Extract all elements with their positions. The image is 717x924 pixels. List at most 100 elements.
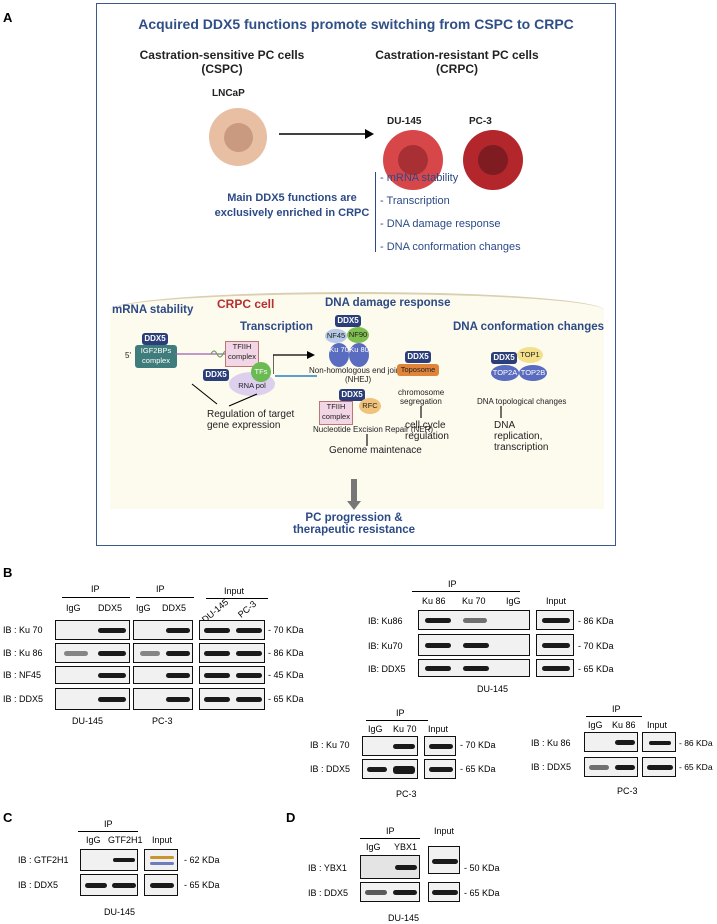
nhej-label-line1: Non-homologous end joining <box>309 366 411 375</box>
kda-label: - 86 KDa <box>578 616 614 626</box>
lane-input: Input <box>546 596 567 606</box>
western-blot <box>642 732 676 752</box>
lane-ku86: Ku 86 <box>422 596 446 606</box>
nf90-protein: NF90 <box>347 327 369 343</box>
blot-row-label: IB : Ku 70 <box>3 625 43 635</box>
cell-line-caption: PC-3 <box>617 786 638 796</box>
lncap-label: LNCaP <box>212 88 245 99</box>
blot-row-label: IB : Ku 86 <box>3 648 43 658</box>
switch-arrow-icon <box>279 129 374 139</box>
tfiih-complex: TFIIH complex <box>225 341 259 367</box>
regulation-line1: Regulation of target <box>207 409 295 420</box>
western-blot <box>584 757 638 777</box>
outcome-line2: therapeutic resistance <box>292 524 416 536</box>
functions-bracket <box>375 172 376 252</box>
blot-row-label: IB : DDX5 <box>3 694 44 704</box>
lane-gtf2h1: GTF2H1 <box>108 835 143 845</box>
lane-igg: IgG <box>136 603 151 613</box>
kda-label: - 86 KDa <box>268 648 304 658</box>
lane-ku70: Ku 70 <box>393 724 417 734</box>
western-blot <box>418 659 530 677</box>
outcome-line1: PC progression & <box>305 512 403 524</box>
ku70-protein: Ku 70 <box>329 343 349 367</box>
kda-label: - 65 KDa <box>679 762 713 772</box>
ip-label: IP <box>104 819 113 829</box>
ip-label: IP <box>156 584 165 594</box>
input-underline <box>206 598 268 599</box>
cspc-subtitle: (CSPC) <box>201 62 243 76</box>
top2b-protein: TOP2B <box>519 365 547 381</box>
blot-row-label: IB: Ku86 <box>368 616 403 626</box>
lane-pc3: PC-3 <box>236 598 259 620</box>
lane-ddx5: DDX5 <box>98 603 123 613</box>
lane-input: Input <box>647 720 668 730</box>
kda-label: - 45 KDa <box>268 670 304 680</box>
western-blot <box>199 643 265 663</box>
ip-underline <box>366 720 428 721</box>
igf2bps-complex: IGF2BPs complex <box>135 345 177 368</box>
western-blot <box>133 643 193 663</box>
dna-replication-line3: transcription <box>494 442 549 453</box>
dna-damage-heading: DNA damage response <box>325 297 451 309</box>
blot-row-label: IB : GTF2H1 <box>18 855 69 865</box>
mechanism-arrows-icon <box>191 383 502 446</box>
kda-label: - 70 KDa <box>460 740 496 750</box>
lane-input: Input <box>152 835 173 845</box>
ip-label: IP <box>396 708 405 718</box>
lane-igg: IgG <box>588 720 603 730</box>
blot-row-label: IB: DDX5 <box>368 664 406 674</box>
western-blot <box>424 759 456 779</box>
cell-line-caption: DU-145 <box>72 716 104 726</box>
top2a-protein: TOP2A <box>491 365 519 381</box>
western-blot <box>424 736 456 756</box>
blot-row-label: IB : DDX5 <box>18 880 59 890</box>
western-blot <box>642 757 676 777</box>
western-blot <box>199 688 265 710</box>
chromosome-segregation-line1: chromosome <box>398 388 445 397</box>
lncap-cell-icon <box>209 108 267 166</box>
blot-row-label: IB : NF45 <box>3 670 42 680</box>
lane-input: Input <box>428 724 449 734</box>
chromosome-segregation-line2: segregation <box>400 397 442 406</box>
nf45-protein: NF45 <box>325 329 347 343</box>
cell-cycle-line1: cell cycle <box>405 420 446 431</box>
lane-input: Input <box>434 826 455 836</box>
blot-row-label: IB: Ku70 <box>368 641 403 651</box>
kda-label: - 65 KDa <box>460 764 496 774</box>
dna-replication-label: DNA replication, transcription <box>494 420 548 453</box>
function-item: - DNA damage response <box>380 218 501 230</box>
ip-underline <box>136 597 194 598</box>
western-blot <box>536 659 574 677</box>
main-text-line1: Main DDX5 functions are <box>227 192 357 204</box>
panel-letter-d: D <box>286 810 296 825</box>
main-functions-note: Main DDX5 functions are exclusively enri… <box>197 192 387 219</box>
kda-label: - 65 KDa <box>268 694 304 704</box>
cell-line-caption: DU-145 <box>477 684 509 694</box>
ddx5-pill: DDX5 <box>203 369 229 381</box>
western-blot <box>133 688 193 710</box>
outcome-label: PC progression & therapeutic resistance <box>277 512 431 536</box>
panel-a-title: Acquired DDX5 functions promote switchin… <box>138 16 574 32</box>
blot-row-label: IB : DDX5 <box>310 764 351 774</box>
western-blot <box>584 732 638 752</box>
ip-label: IP <box>386 826 395 836</box>
lane-igg: IgG <box>506 596 521 606</box>
ddx5-pill: DDX5 <box>405 351 431 363</box>
blot-row-label: IB : YBX1 <box>308 863 347 873</box>
lane-ybx1: YBX1 <box>394 842 418 852</box>
lane-igg: IgG <box>368 724 383 734</box>
panel-a-frame: Acquired DDX5 functions promote switchin… <box>96 3 616 546</box>
cspc-title: Castration-sensitive PC cells <box>139 48 305 62</box>
cell-line-caption: DU-145 <box>104 907 136 917</box>
top1-protein: TOP1 <box>517 347 543 363</box>
blot-row-label: IB : DDX5 <box>531 762 572 772</box>
kda-label: - 70 KDa <box>578 641 614 651</box>
western-blot <box>144 849 178 871</box>
western-blot <box>536 634 574 656</box>
genome-maintenance-label: Genome maintenace <box>329 445 422 456</box>
kda-label: - 50 KDa <box>464 863 500 873</box>
western-blot <box>55 643 130 663</box>
du145-cell-icon <box>383 130 443 190</box>
ku80-protein: Ku 80 <box>349 343 369 367</box>
topological-changes-label: DNA topological changes <box>477 397 567 406</box>
